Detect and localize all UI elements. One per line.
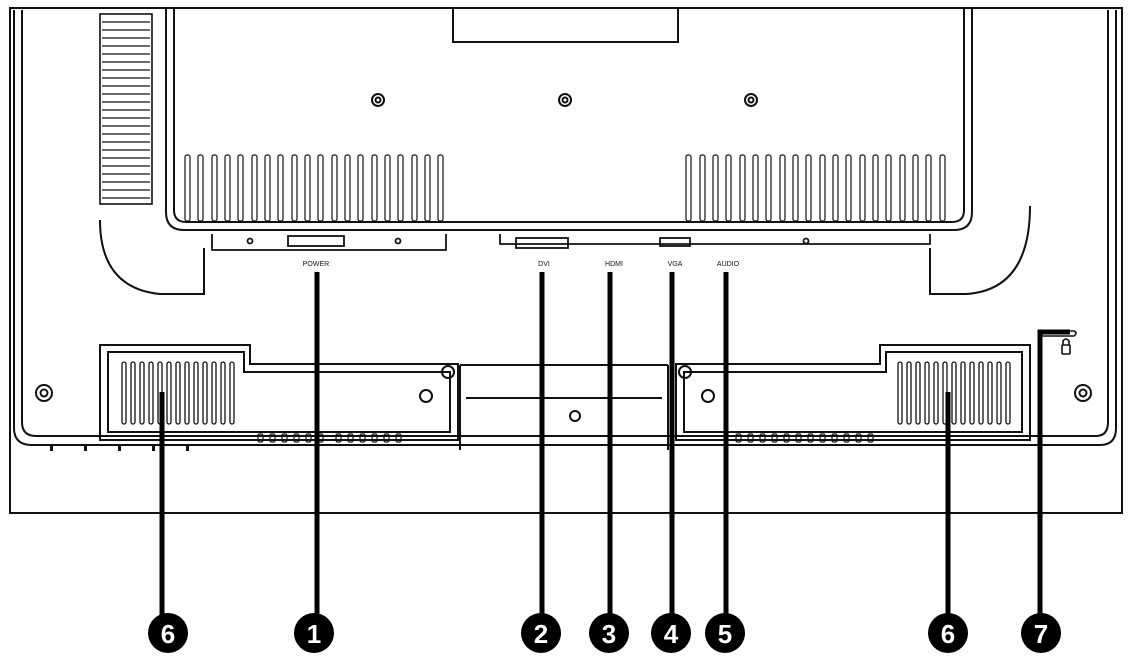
label-vga: VGA <box>668 261 683 268</box>
label-hdmi: HDMI <box>605 261 623 268</box>
callout-badge-3: 3 <box>589 613 629 653</box>
callout-badge-6-right: 6 <box>928 613 968 653</box>
lock-icon <box>1040 330 1077 355</box>
stand-neck <box>459 364 669 450</box>
label-dvi: DVI <box>538 261 550 268</box>
callout-badge-2: 2 <box>521 613 561 653</box>
callout-badge-6-left: 6 <box>148 613 188 653</box>
callout-badge-5: 5 <box>705 613 745 653</box>
callout-lines <box>159 272 1070 620</box>
label-power: POWER <box>303 261 329 268</box>
bottom-right-vents <box>735 433 874 443</box>
connector-strip <box>211 234 931 251</box>
left-shoulder <box>99 219 205 295</box>
mount-holes <box>371 93 758 107</box>
callout-number: 2 <box>534 619 548 649</box>
label-audio: AUDIO <box>717 261 740 268</box>
callout-badge-4: 4 <box>651 613 691 653</box>
callout-number: 1 <box>307 619 321 649</box>
speaker-left <box>99 344 459 441</box>
speaker-right <box>675 344 1031 441</box>
port-labels: POWER DVI HDMI VGA AUDIO <box>303 261 740 268</box>
upper-left-vents <box>184 154 444 222</box>
callout-number: 4 <box>664 619 679 649</box>
left-vent-grille <box>99 13 153 205</box>
callout-number: 6 <box>161 619 175 649</box>
upper-right-vents <box>685 154 946 222</box>
monitor-body <box>9 7 1123 514</box>
callout-badge-1: 1 <box>294 613 334 653</box>
bottom-feet <box>50 445 189 451</box>
callout-number: 7 <box>1034 619 1048 649</box>
callout-number: 3 <box>602 619 616 649</box>
corner-screws <box>35 384 1092 402</box>
callout-number: 5 <box>718 619 732 649</box>
leader-lock <box>1037 329 1070 620</box>
right-shoulder <box>929 205 1031 295</box>
callout-badge-7: 7 <box>1021 613 1061 653</box>
callout-number: 6 <box>941 619 955 649</box>
back-panel <box>165 7 973 231</box>
